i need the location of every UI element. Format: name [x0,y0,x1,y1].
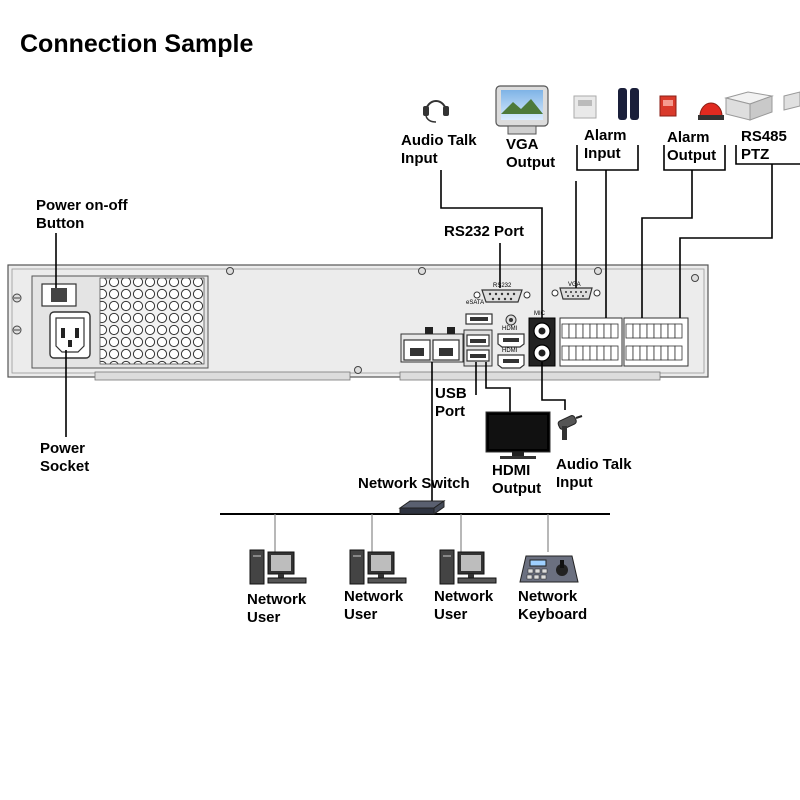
screw [12,325,22,335]
crt-monitor-icon [495,85,549,135]
label-network-switch: Network Switch [358,475,470,492]
power-switch[interactable] [41,283,77,307]
pir-sensor-icon [573,95,597,119]
page-title: Connection Sample [20,30,254,58]
desktop-pc-icon [439,549,497,585]
screw [691,274,699,282]
camera-partial-icon [783,91,800,111]
label-rs232-port: RS232 Port [444,223,525,240]
headset-icon [423,100,449,123]
connection-lines [55,145,800,512]
network-bus [220,513,610,552]
control-keyboard-icon [519,555,579,583]
mic-panel-label: MIC [534,311,546,317]
screw [354,366,362,374]
beam-sensor-icon [618,88,639,120]
desktop-pc-icon [249,549,307,585]
desktop-pc-icon [349,549,407,585]
ptz-decoder-icon [724,91,774,121]
usb-ports[interactable] [463,329,493,367]
network-ports[interactable] [400,327,464,363]
screw [418,267,426,275]
hdmi2-panel-label: HDMI [502,348,518,354]
alarm-terminal-block[interactable] [559,317,623,367]
screw [226,267,234,275]
esata-port[interactable] [465,313,493,325]
audio-jacks[interactable] [528,317,556,367]
hdmi-port-1[interactable] [497,333,525,348]
vga-port[interactable] [551,287,601,300]
ground-screw [505,314,517,326]
rs232-port[interactable] [473,289,531,303]
vga-panel-label: VGA [568,282,581,288]
screw [12,293,22,303]
lcd-monitor-icon [485,411,551,459]
strobe-siren-icon [659,95,677,117]
relay-terminal-block[interactable] [623,317,689,367]
screw [594,267,602,275]
rs232-panel-label: RS232 [493,283,512,289]
hdmi-port-2[interactable] [497,354,525,369]
power-socket[interactable] [49,311,91,359]
esata-panel-label: eSATA [466,300,484,306]
microphone-icon [557,415,583,440]
hdmi1-panel-label: HDMI [502,326,518,332]
alarm-light-icon [698,102,724,120]
network-switch-icon [398,500,446,515]
